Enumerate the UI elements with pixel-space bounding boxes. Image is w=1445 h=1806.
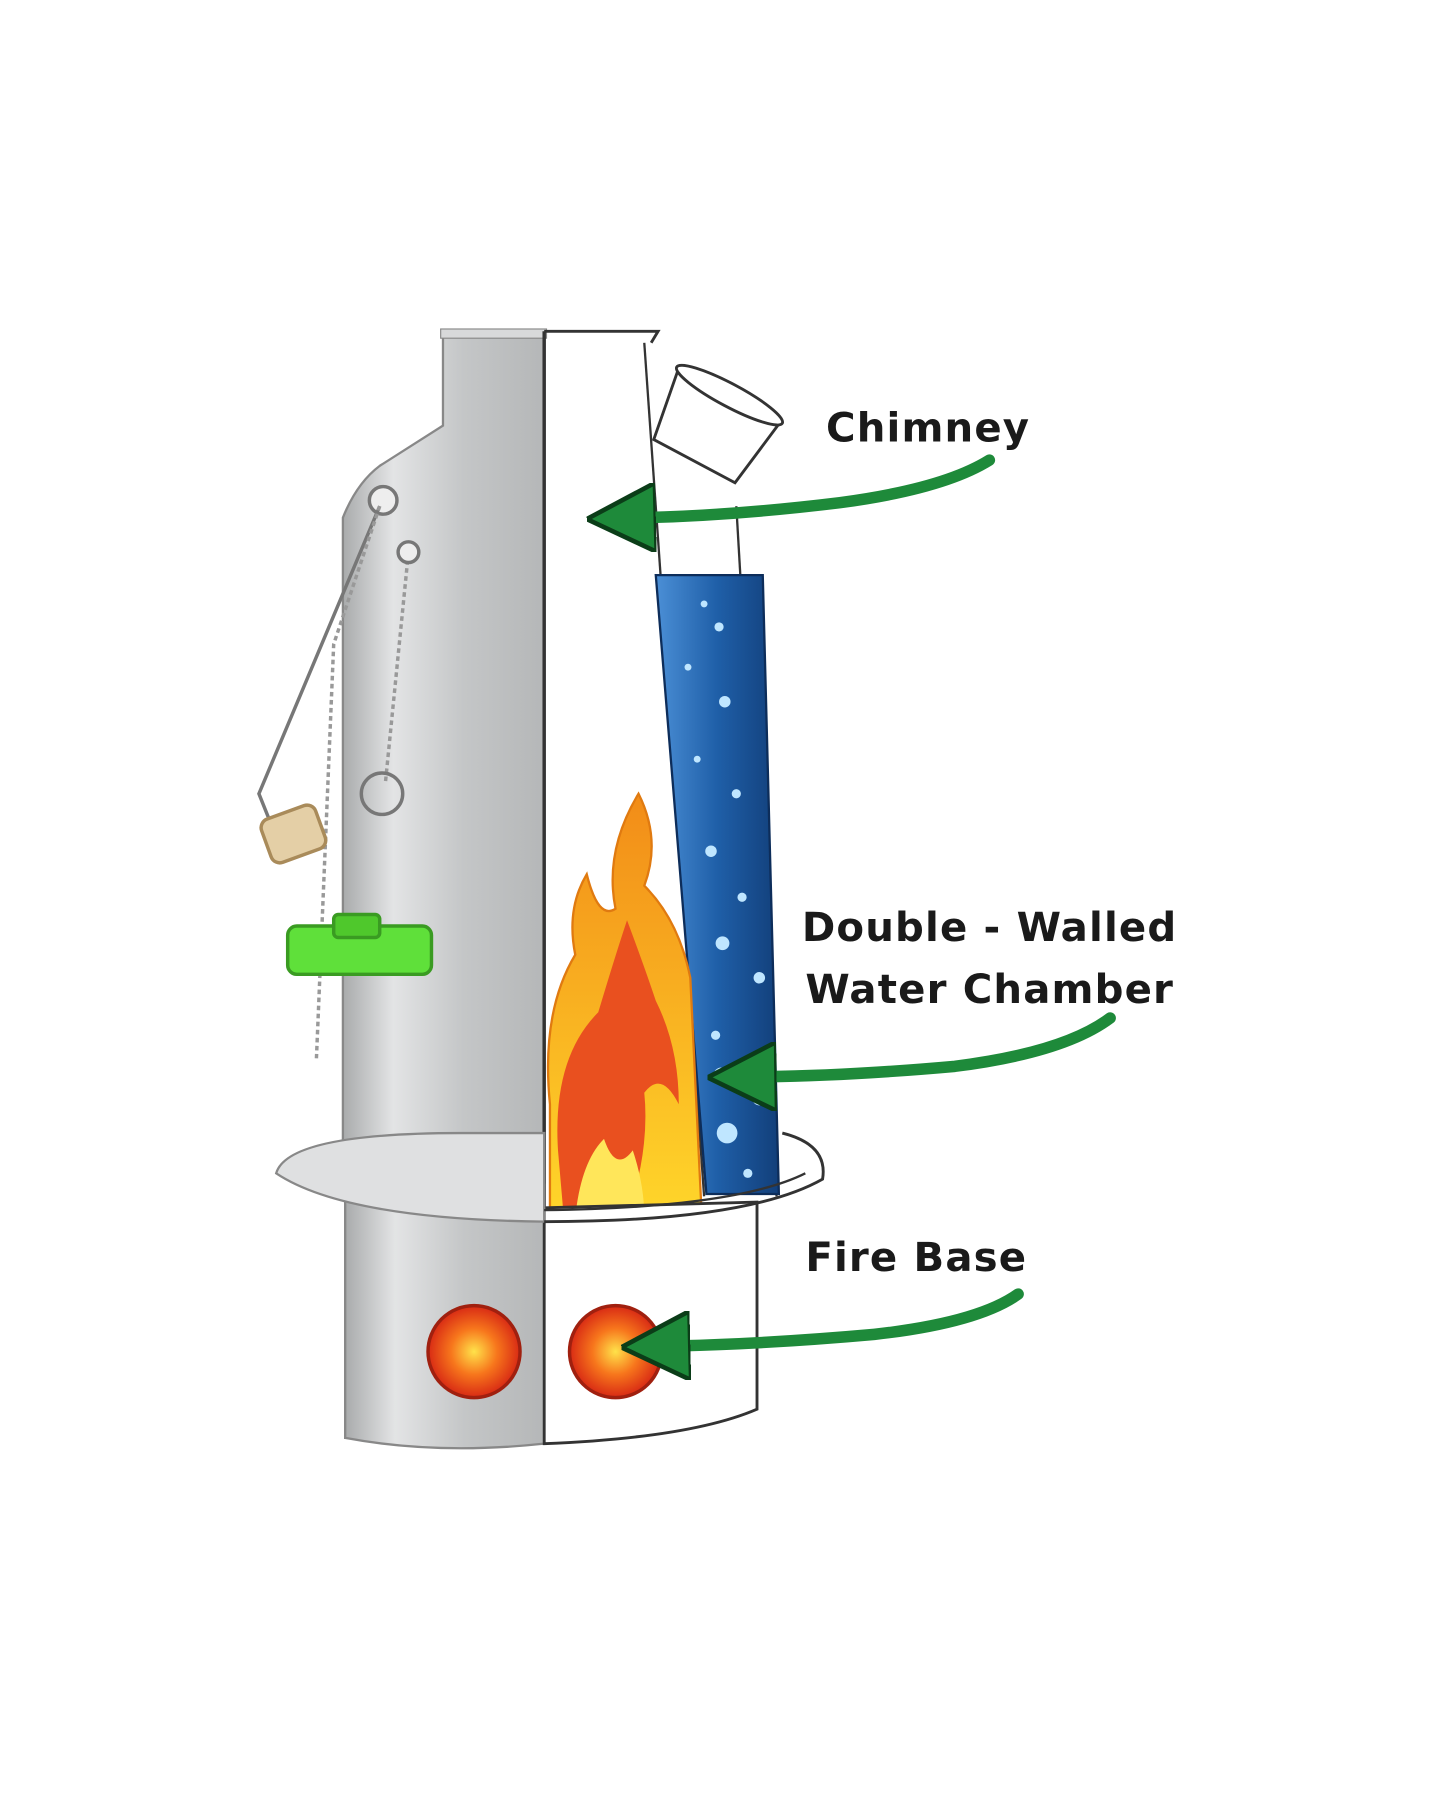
chimney-arrow bbox=[644, 454, 996, 518]
fire-base-arrow bbox=[679, 1288, 1024, 1346]
flame-illustration bbox=[546, 791, 704, 1219]
label-fire-base: Fire Base bbox=[805, 1235, 1027, 1281]
chimney-cap bbox=[652, 363, 785, 485]
label-arrows bbox=[644, 454, 1116, 1346]
water-chamber-arrow bbox=[765, 1012, 1116, 1077]
air-hole-right bbox=[567, 1303, 664, 1400]
air-hole-left bbox=[426, 1303, 522, 1400]
kettle-handle-and-stopper bbox=[257, 484, 434, 1059]
label-double-walled: Double - Walled bbox=[802, 905, 1177, 951]
label-water-chamber: Water Chamber bbox=[805, 967, 1174, 1013]
label-chimney: Chimney bbox=[826, 406, 1030, 452]
